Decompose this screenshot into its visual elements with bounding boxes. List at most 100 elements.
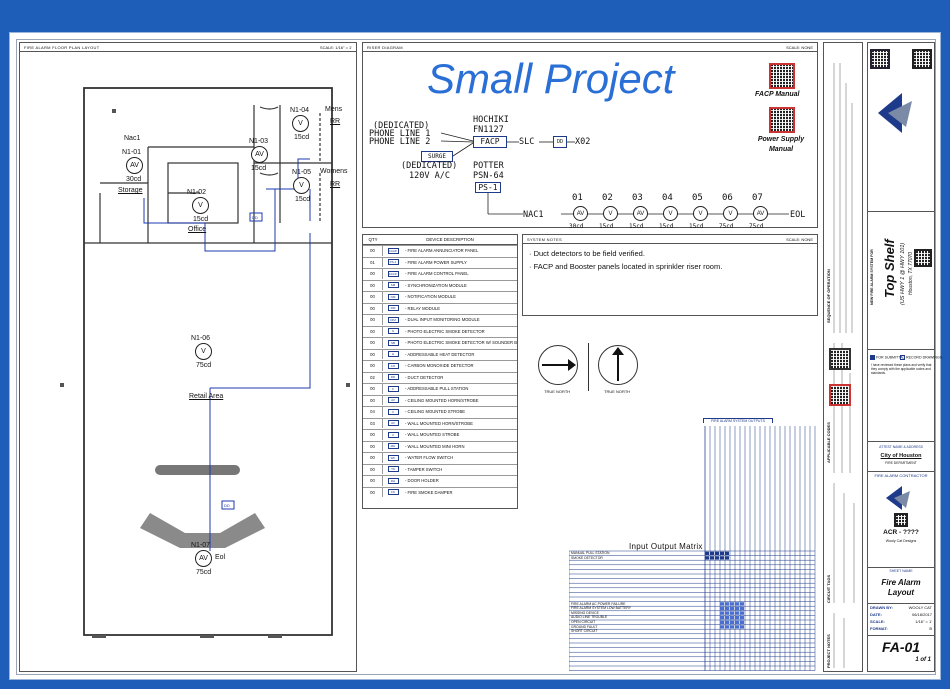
floor-plan-drawing xyxy=(60,87,350,638)
ahj-qr-icon[interactable] xyxy=(829,384,851,406)
matrix-input-row: Fire Alarm System Low Battery xyxy=(571,606,631,611)
matrix-input-row: Fire Alarm AC Power Failure xyxy=(571,601,626,606)
device-id-n1-01: N1-01 xyxy=(122,149,142,156)
checkbox-icon[interactable] xyxy=(870,355,875,360)
legend-symbol-text: FAAP xyxy=(387,247,399,254)
matrix-input-row: Audio Line Trouble xyxy=(571,615,608,620)
circuit-cd: 30cd xyxy=(569,223,584,230)
matrix-grid xyxy=(569,426,816,671)
notes-scale: Scale: None xyxy=(786,237,813,242)
legend-qty: 00 xyxy=(363,326,383,336)
device-cd: 15cd xyxy=(295,196,311,203)
documents-qr-icon[interactable] xyxy=(914,249,932,267)
legend-symbol-text: S xyxy=(387,328,399,335)
legend-symbol-icon: FACP xyxy=(383,269,403,279)
legend-qty: 00 xyxy=(363,303,383,313)
legend-symbol-text: V xyxy=(387,431,399,438)
power-supply-manual-text[interactable]: Power Supply Manual xyxy=(757,136,805,153)
strobe-icon: V xyxy=(723,206,738,221)
riser-phone-1: PHONE LINE 1 xyxy=(369,129,431,139)
note-item: · FACP and Booster panels located in spr… xyxy=(529,262,723,271)
format-value: B xyxy=(929,626,932,631)
device-id-n1-03: N1-03 xyxy=(249,138,269,145)
project-name: Top Shelf xyxy=(882,239,897,298)
legend-description: - DUAL INPUT MONITORING MODULE xyxy=(405,317,480,323)
legend-description: - FIRE ALARM CONTROL PANEL xyxy=(405,271,469,277)
contractor-license: ACR - ???? xyxy=(883,529,919,536)
circuit-number: 01 xyxy=(572,193,583,203)
legend-symbol-text: MH xyxy=(387,443,399,450)
device-id-n1-05: N1-05 xyxy=(292,169,312,176)
scale-label: SCALE: xyxy=(870,619,885,624)
legend-description: - WATER FLOW SWITCH xyxy=(405,455,454,461)
legend-symbol-text: H xyxy=(387,351,399,358)
legend-description: - WALL MOUNTED HORN/STROBE xyxy=(405,420,473,426)
legend-symbol-icon: S xyxy=(383,327,403,337)
horn-strobe-icon: AV xyxy=(126,157,143,174)
format-row: FORMAT:B xyxy=(870,626,932,631)
legend-symbol-text: CO xyxy=(387,362,399,369)
legend-qty: 00 xyxy=(363,280,383,290)
strobe-icon: V xyxy=(293,177,310,194)
room-mens: Mens xyxy=(325,106,343,113)
arrow-right-icon xyxy=(542,359,576,371)
legend-symbol-text: DIM xyxy=(387,316,399,323)
sheet-name: Fire Alarm Layout xyxy=(881,578,921,597)
system-description: NEW FIRE ALARM SYSTEM FOR xyxy=(870,249,874,305)
floor-plan-panel: Fire Alarm Floor Plan Layout Scale: 1/16… xyxy=(19,42,357,672)
contractor-header: FIRE ALARM CONTRACTOR xyxy=(874,473,928,478)
matrix-outputs-header: FIRE ALARM SYSTEM OUTPUTS xyxy=(703,418,773,423)
circuit-number: 07 xyxy=(752,193,763,203)
facp-manual-link[interactable]: FACP Manual xyxy=(755,91,800,98)
note-text: FACP and Booster panels located in sprin… xyxy=(533,262,723,271)
nfpa-qr-icon[interactable] xyxy=(829,348,851,370)
sheet-name-header: SHEET NAME xyxy=(889,569,913,573)
circuit-cd: 15cd xyxy=(629,223,644,230)
legend-symbol-icon: F xyxy=(383,384,403,394)
matrix-input-row: Ground Fault xyxy=(571,624,598,629)
facp-manual-qr-icon[interactable] xyxy=(769,63,795,89)
checkbox-icon[interactable] xyxy=(900,355,905,360)
strobe-icon: V xyxy=(603,206,618,221)
legend-qty: 00 xyxy=(363,349,383,359)
horn-strobe-icon: AV xyxy=(195,550,212,567)
ahj-header: ATTEST NAME & ADDRESS xyxy=(879,445,923,449)
power-supply-qr-icon[interactable] xyxy=(769,107,795,133)
legend-description: - CARBON MONOXIDE DETECTOR xyxy=(405,363,474,369)
submittal-checkbox[interactable]: FOR SUBMITTAL xyxy=(870,355,905,360)
legend-qty: 01 xyxy=(363,257,383,267)
legend-symbol-text: F xyxy=(387,385,399,392)
horn-strobe-icon: AV xyxy=(573,206,588,221)
notes-title: System Notes xyxy=(527,237,562,242)
legend-symbol-text: RM xyxy=(387,305,399,312)
circuit-number: 02 xyxy=(602,193,613,203)
riser-fn: FN1127 xyxy=(473,125,504,135)
strobe-icon: V xyxy=(192,197,209,214)
power-supply-manual-link[interactable]: Power Supply Manual xyxy=(751,135,811,155)
strobe-icon: V xyxy=(693,206,708,221)
drawing-sheet: Fire Alarm Floor Plan Layout Scale: 1/16… xyxy=(9,32,942,680)
contractor-qr-icon[interactable] xyxy=(894,513,908,527)
room-mens-rr: RR xyxy=(330,118,341,125)
contractor-logo-icon xyxy=(886,486,910,510)
record-checkbox[interactable]: RECORD DRAWINGS xyxy=(900,355,942,360)
project-title: Small Project xyxy=(427,55,675,102)
floor-plan-title: Fire Alarm Floor Plan Layout xyxy=(24,45,100,50)
website-qr-icon[interactable] xyxy=(912,49,932,69)
device-id-n1-04: N1-04 xyxy=(290,107,310,114)
legend-qty: 00 xyxy=(363,338,383,348)
legend-symbol-text: V xyxy=(387,408,399,415)
riser-panel: Riser Diagram Scale: None Small Project … xyxy=(362,42,818,230)
legend-qty: 00 xyxy=(363,395,383,405)
arrow-up-icon xyxy=(612,347,624,381)
legend-symbol-icon: MH xyxy=(383,442,403,452)
scale-value: 1/16" = 1' xyxy=(915,619,932,624)
legend-qty: 00 xyxy=(363,476,383,486)
company-qr-icon[interactable] xyxy=(870,49,890,69)
